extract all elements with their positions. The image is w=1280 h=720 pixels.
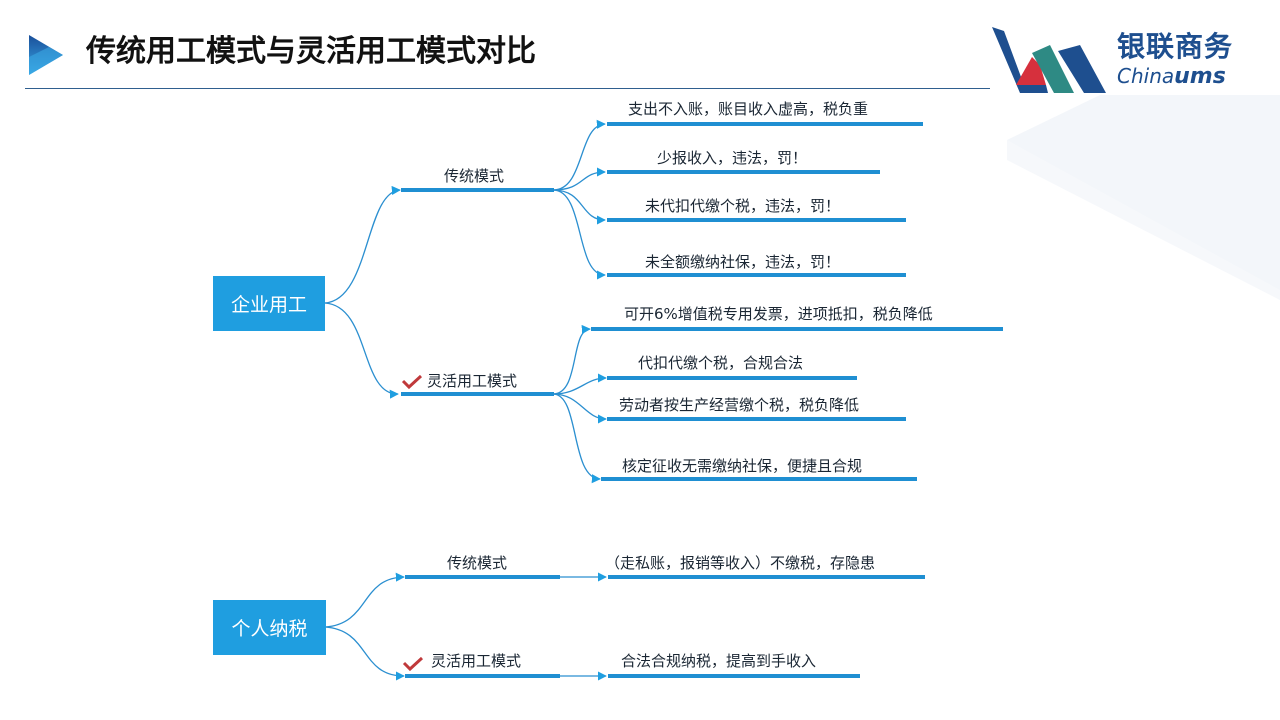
logo-text-cn: 银联商务 — [1117, 30, 1234, 63]
root-node-label: 个人纳税 — [231, 618, 308, 640]
leaf-label: 可开6%增值税专用发票，进项抵扣，税负降低 — [624, 305, 933, 323]
underline — [607, 376, 857, 380]
branch-label-traditional: 传统模式 — [447, 554, 508, 572]
branch-label-flexible: 灵活用工模式 — [427, 372, 518, 390]
logo-mark-icon — [992, 27, 1106, 93]
leaf-label: 支出不入账，账目收入虚高，税负重 — [628, 100, 869, 118]
underline — [405, 674, 560, 678]
underline — [401, 392, 554, 396]
leaf-label: 未全额缴纳社保，违法，罚！ — [645, 253, 841, 271]
underline — [607, 122, 923, 126]
underline — [607, 218, 906, 222]
logo-text-en: Chinaums — [1117, 64, 1226, 89]
checkmark-icon — [401, 374, 423, 390]
connector — [324, 185, 401, 304]
leaf-label: 核定征收无需缴纳社保，便捷且合规 — [622, 457, 863, 475]
connector — [324, 302, 399, 399]
leaf-label: 未代扣代缴个税，违法，罚！ — [645, 197, 841, 215]
underline — [607, 273, 906, 277]
underline — [608, 674, 860, 678]
leaf-label: （走私账，报销等收入）不缴税，存隐患 — [605, 554, 876, 572]
branch-label-flexible: 灵活用工模式 — [431, 652, 522, 670]
connector — [552, 167, 606, 191]
connector — [552, 324, 591, 395]
connector — [552, 393, 607, 424]
title-arrow-icon — [29, 35, 63, 75]
connector — [552, 393, 601, 484]
leaf-label: 合法合规纳税，提高到手收入 — [621, 652, 817, 670]
logo-text-en-brand: ums — [1174, 64, 1226, 89]
connector — [324, 626, 405, 681]
connector — [552, 373, 607, 395]
leaf-label: 劳动者按生产经营缴个税，税负降低 — [619, 396, 860, 414]
logo-text-en-prefix: China — [1117, 64, 1175, 88]
connector — [552, 119, 606, 191]
leaf-label: 代扣代缴个税，合规合法 — [638, 354, 804, 372]
underline — [601, 477, 917, 481]
connector — [552, 189, 606, 280]
underline — [607, 417, 906, 421]
underline — [608, 575, 925, 579]
leaf-label: 少报收入，违法，罚！ — [657, 149, 808, 167]
connector — [552, 189, 606, 225]
underline — [591, 327, 1003, 331]
logo: 银联商务 Chinaums — [990, 20, 1250, 95]
underline — [405, 575, 560, 579]
root-node-personal[interactable]: 个人纳税 — [213, 600, 326, 655]
checkmark-icon — [402, 656, 424, 672]
header-divider — [25, 88, 1250, 89]
branch-label-traditional: 传统模式 — [444, 167, 505, 185]
underline — [607, 170, 880, 174]
root-node-label: 企业用工 — [230, 294, 307, 316]
root-node-enterprise[interactable]: 企业用工 — [213, 276, 325, 331]
page-title: 传统用工模式与灵活用工模式对比 — [86, 34, 536, 69]
underline — [401, 188, 554, 192]
connector — [324, 572, 405, 628]
